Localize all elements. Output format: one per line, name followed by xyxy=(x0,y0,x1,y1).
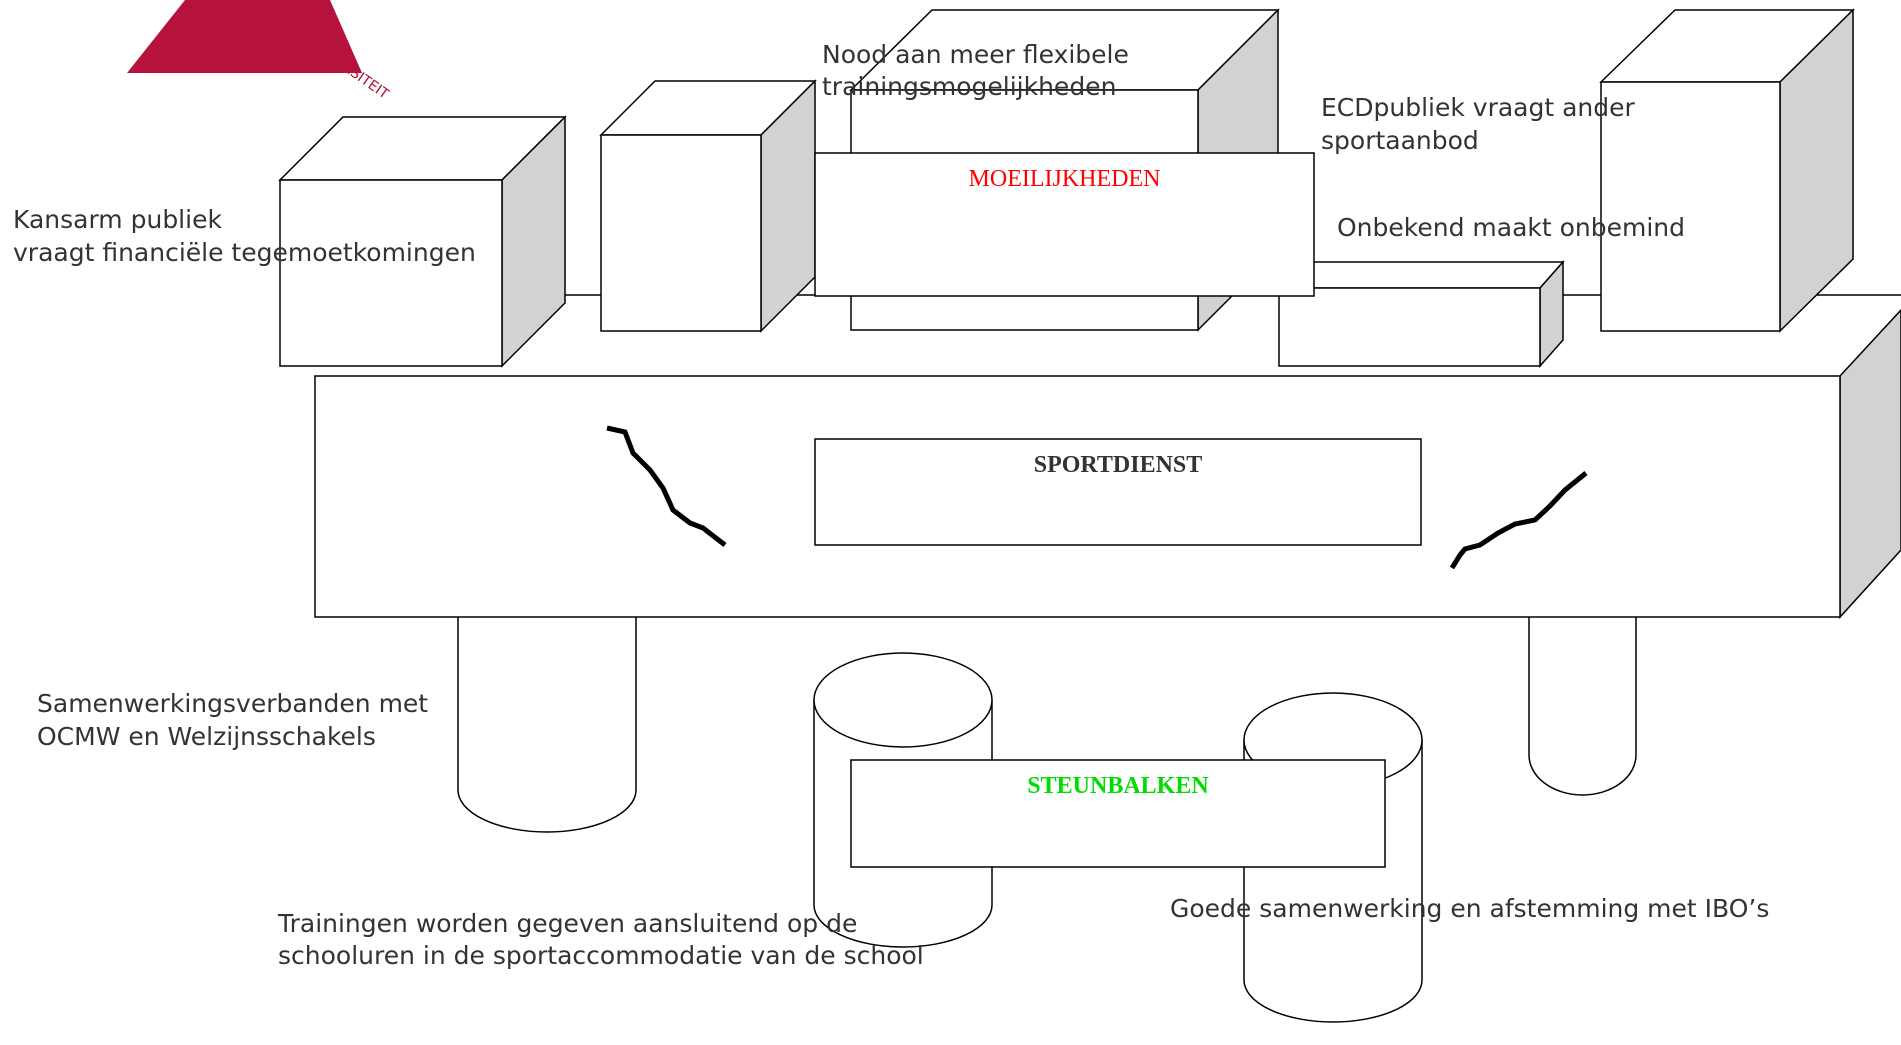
moeilijkheden-label: MOEILIJKHEDEN xyxy=(968,166,1161,192)
moeilijkheden-box xyxy=(814,152,1315,297)
logo-triangle xyxy=(127,0,362,73)
steunbalken-box xyxy=(850,759,1386,868)
label-ecd-line1: ECDpubliek vraagt ander xyxy=(1321,93,1635,122)
label-nood-line1: Nood aan meer flexibele xyxy=(822,40,1129,69)
pillar-left xyxy=(457,600,637,833)
sportdienst-label: SPORTDIENST xyxy=(1033,452,1203,478)
crack-left xyxy=(606,425,727,547)
pillar-right xyxy=(1528,600,1637,796)
label-samenwerking-line2: OCMW en Welzijnsschakels xyxy=(37,722,376,751)
label-trainingen-line1: Trainingen worden gegeven aansluitend op… xyxy=(278,909,858,938)
label-kansarm-line2: vraagt financiële tegemoetkomingen xyxy=(13,238,476,267)
label-nood-line2: trainingsmogelijkheden xyxy=(822,72,1117,101)
label-kansarm-line1: Kansarm publiek xyxy=(13,205,222,234)
box-onbekend xyxy=(1277,260,1565,368)
cube-small xyxy=(599,79,817,333)
sportdienst-box xyxy=(814,438,1422,546)
cube-ecd xyxy=(1599,8,1855,333)
label-goede: Goede samenwerking en afstemming met IBO… xyxy=(1170,894,1770,923)
label-samenwerking-line1: Samenwerkingsverbanden met xyxy=(37,689,429,718)
steunbalken-label: STEUNBALKEN xyxy=(1027,773,1209,799)
label-trainingen-line2: schooluren in de sportaccommodatie van d… xyxy=(278,941,924,970)
cube-kansarm xyxy=(278,115,567,368)
crack-right xyxy=(1449,471,1588,570)
label-onbekend: Onbekend maakt onbemind xyxy=(1337,213,1686,242)
label-ecd-line2: sportaanbod xyxy=(1321,126,1479,155)
